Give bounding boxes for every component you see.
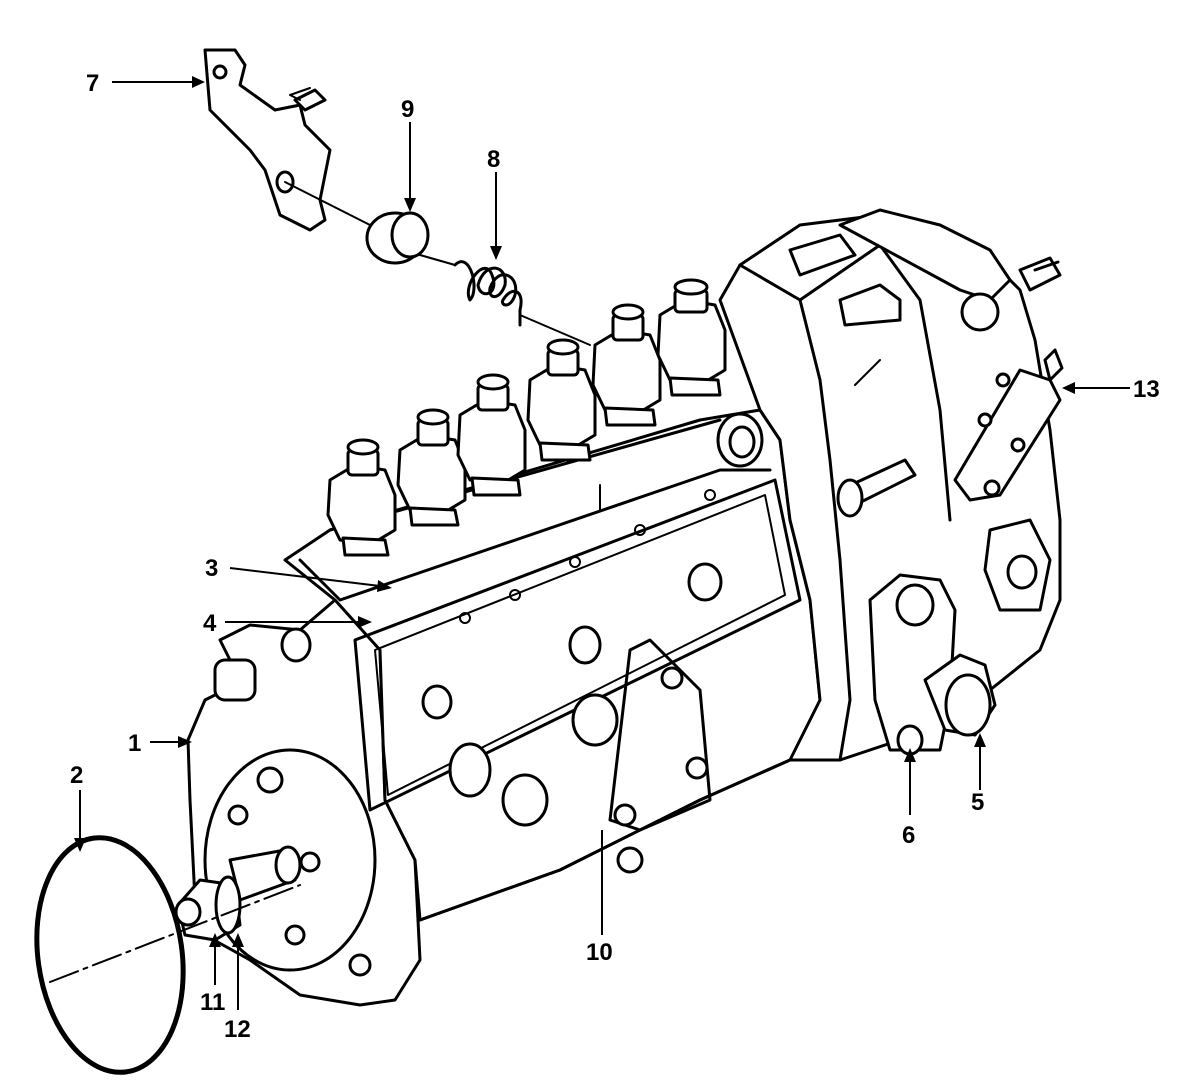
callout-12: 12 [224, 1016, 251, 1043]
callout-11: 11 [200, 989, 225, 1016]
callout-1: 1 [128, 730, 141, 757]
spring-part [453, 260, 523, 327]
callout-8: 8 [487, 146, 500, 173]
delivery-valves [326, 278, 727, 557]
o-ring-part [34, 835, 186, 1075]
callout-3: 3 [205, 555, 218, 582]
bracket-part [203, 48, 332, 232]
front-flange [49, 627, 377, 983]
callout-6: 6 [902, 822, 915, 849]
callout-labels: 7 9 8 13 3 4 1 2 11 12 10 6 5 [70, 70, 1160, 1043]
callout-4: 4 [203, 610, 217, 637]
callout-7: 7 [86, 70, 99, 97]
callout-leaders [74, 76, 1130, 1010]
governor-housing [718, 208, 1064, 762]
callout-9: 9 [401, 96, 414, 123]
callout-13: 13 [1133, 376, 1160, 403]
callout-10: 10 [586, 939, 613, 966]
callout-2: 2 [70, 762, 83, 789]
collar-part [365, 211, 430, 265]
callout-5: 5 [971, 789, 984, 816]
